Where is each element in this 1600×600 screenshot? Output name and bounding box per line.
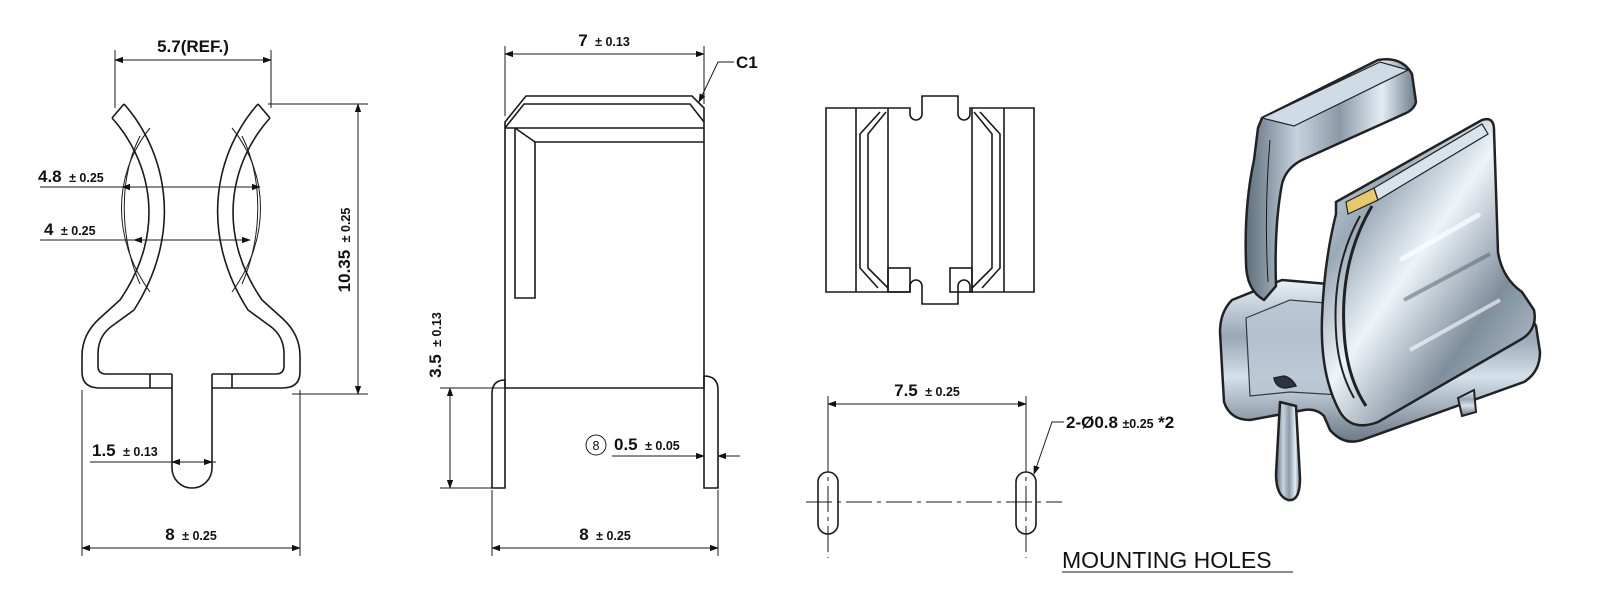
dim-thickness: 8 0.5 ± 0.05 [585, 434, 740, 460]
dim-height: 10.35 ± 0.25 [268, 103, 368, 395]
front-base-width-value: 8 [165, 525, 174, 544]
dim-hole-spacing: 7.5 ± 0.25 [827, 381, 1027, 446]
clip-3d-render [1218, 58, 1542, 502]
front-base-width-tol: ± 0.25 [182, 529, 217, 543]
svg-text:4 ± 0.25: 4 ± 0.25 [44, 220, 96, 239]
side-base-width-tol: ± 0.25 [596, 529, 631, 543]
svg-text:7 ± 0.13: 7 ± 0.13 [578, 31, 630, 50]
hole-spec-suffix: *2 [1158, 413, 1174, 432]
top-view [825, 95, 1035, 305]
side-view: 7 ± 0.13 C1 3.5 ± 0.13 8 0.5 [426, 31, 758, 556]
inner-diameter-tol: ± 0.25 [61, 224, 96, 238]
pin-length-tol: ± 0.13 [430, 312, 444, 347]
dim-side-top-width: 7 ± 0.13 [504, 31, 705, 116]
svg-text:8 ± 0.25: 8 ± 0.25 [579, 525, 631, 544]
dim-inner-diameter: 4 ± 0.25 [40, 220, 251, 244]
hole-spec-prefix: 2-Ø0.8 [1066, 413, 1118, 432]
dim-pin-length: 3.5 ± 0.13 [426, 312, 505, 489]
side-top-width-value: 7 [578, 31, 587, 50]
svg-text:2-Ø0.8 ±0.25 *: 2-Ø0.8 ±0.25 *2 [1066, 413, 1174, 432]
mounting-hole-left [817, 471, 839, 535]
hole-spacing-tol: ± 0.25 [925, 385, 960, 399]
svg-text:3.5 ± 0.13: 3.5 ± 0.13 [426, 312, 445, 378]
pin-length-value: 3.5 [426, 354, 445, 378]
chamfer-callout: C1 [698, 53, 758, 103]
outer-diameter-value: 4.8 [38, 167, 62, 186]
dim-outer-diameter: 4.8 ± 0.25 [38, 167, 261, 191]
dim-base-width: 8 ± 0.25 [81, 390, 301, 556]
pin-width-tol: ± 0.13 [123, 445, 158, 459]
thickness-marker: 8 [593, 439, 600, 453]
side-base-width-value: 8 [579, 525, 588, 544]
thickness-tol: ± 0.05 [645, 439, 680, 453]
outer-diameter-tol: ± 0.25 [69, 171, 104, 185]
chamfer-label: C1 [736, 53, 758, 72]
thickness-marker-circle [585, 434, 607, 456]
top-width-label: 5.7(REF.) [157, 37, 229, 56]
dim-pin-width: 1.5 ± 0.13 [90, 441, 216, 466]
front-view: 5.7(REF.) 4.8 ± 0.25 4 ± 0.25 [38, 37, 368, 556]
side-top-width-tol: ± 0.13 [595, 35, 630, 49]
svg-text:4.8 ± 0.25: 4.8 ± 0.25 [38, 167, 104, 186]
render-pin [1274, 400, 1302, 502]
svg-text:8 ± 0.25: 8 ± 0.25 [165, 525, 217, 544]
mounting-hole-right [1015, 471, 1037, 535]
hole-spacing-value: 7.5 [894, 381, 918, 400]
hole-spec-tol: ±0.25 [1122, 417, 1153, 431]
mounting-holes: 7.5 ± 0.25 2-Ø0.8 ±0.25 *2 MOUNTING HOLE… [806, 381, 1293, 573]
dim-top-width: 5.7(REF.) [114, 37, 272, 108]
height-value: 10.35 [335, 250, 354, 293]
height-tol: ± 0.25 [339, 208, 353, 243]
inner-diameter-value: 4 [44, 220, 54, 239]
svg-text:10.35 ± 0.25: 10.35 ± 0.25 [335, 208, 354, 293]
clip-side-outline [491, 95, 719, 489]
dim-side-base-width: 8 ± 0.25 [491, 490, 719, 556]
pin-width-value: 1.5 [92, 441, 116, 460]
svg-text:1.5 ± 0.13: 1.5 ± 0.13 [92, 441, 158, 460]
clip-front-outline [81, 103, 301, 489]
thickness-value: 0.5 [614, 435, 638, 454]
hole-spec-callout: 2-Ø0.8 ±0.25 *2 [1033, 413, 1174, 475]
mounting-holes-title: MOUNTING HOLES [1062, 547, 1272, 573]
svg-text:7.5 ± 0.25: 7.5 ± 0.25 [894, 381, 960, 400]
svg-text:0.5 ± 0.05: 0.5 ± 0.05 [614, 435, 680, 454]
